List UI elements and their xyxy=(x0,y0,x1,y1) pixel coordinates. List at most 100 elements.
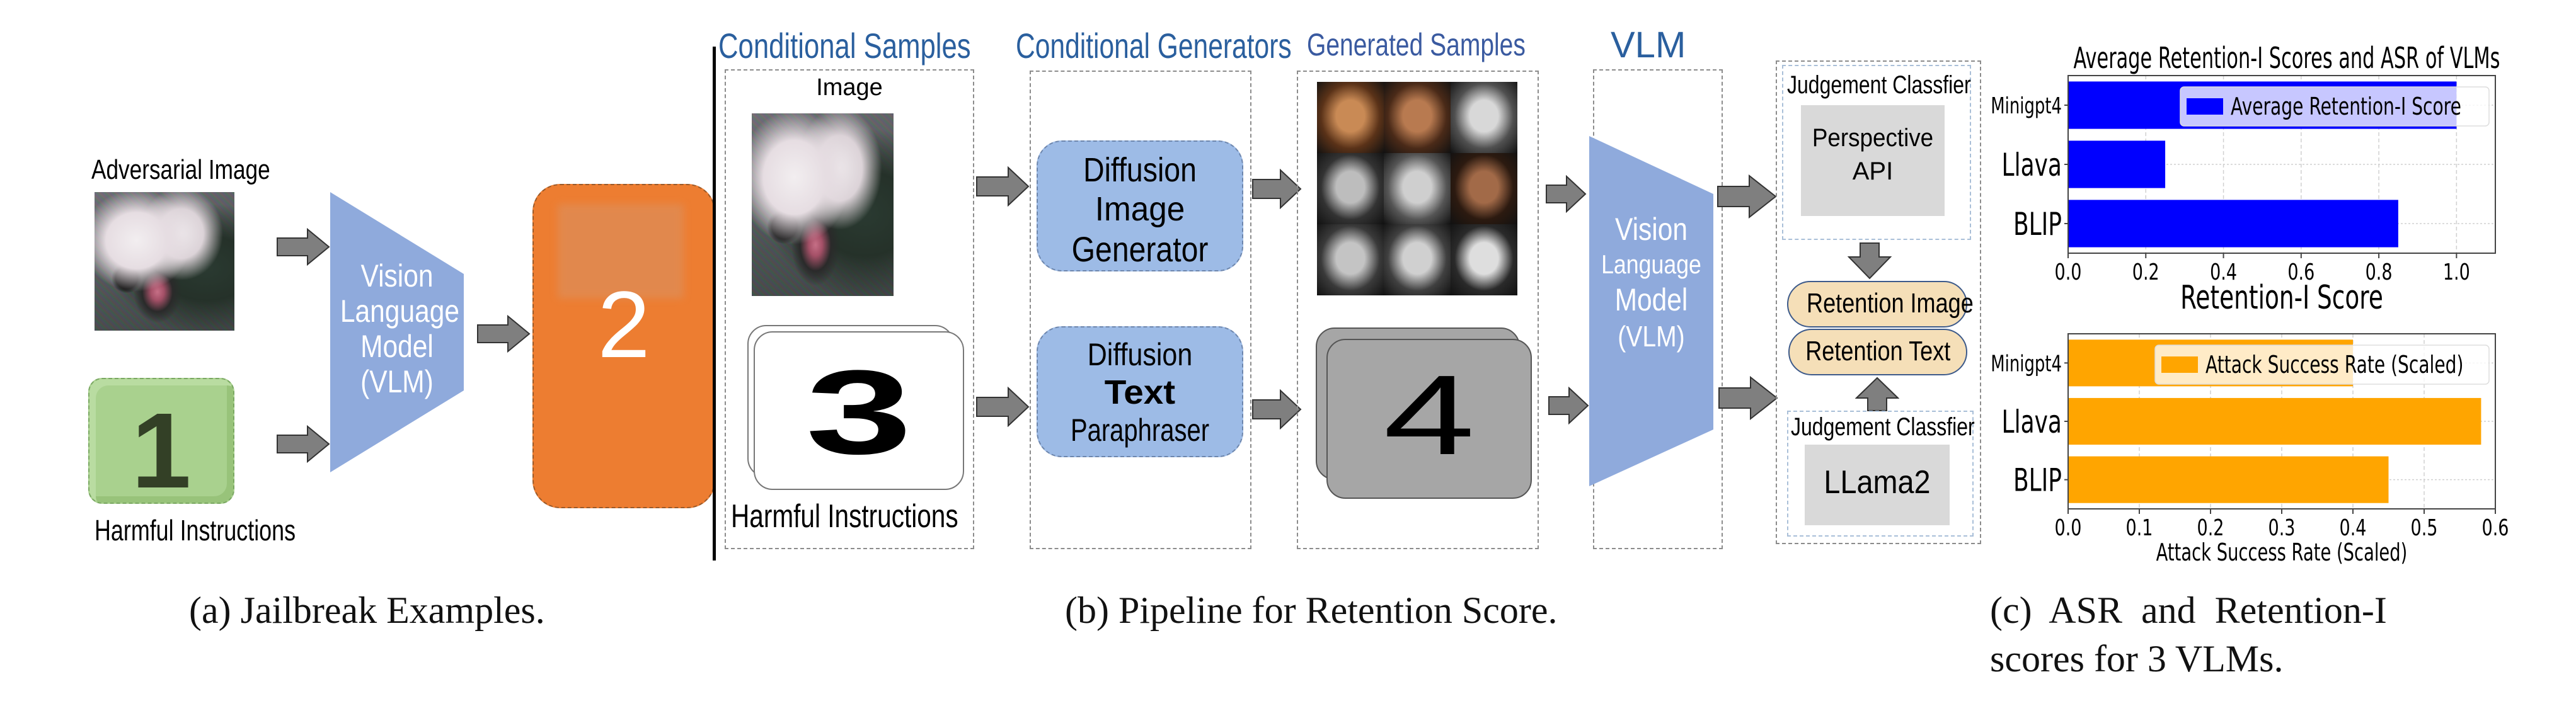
generated-samples-box xyxy=(1297,71,1539,549)
generator-line: Text xyxy=(1104,373,1176,411)
vlm-line: Vision xyxy=(360,258,434,293)
bar-blip xyxy=(2068,456,2389,503)
x-tick-label: 0.6 xyxy=(2287,258,2314,285)
category-label: Minigpt4 xyxy=(1991,351,2062,377)
x-tick-label: 0.0 xyxy=(2055,514,2082,541)
harmful-instructions-label: Harmful Instructions xyxy=(731,498,958,535)
section-divider xyxy=(713,47,716,561)
retention-text-pill: Retention Text xyxy=(1788,329,1967,375)
vlm-line: Language xyxy=(340,293,459,329)
classifier-model-line: LLama2 xyxy=(1824,464,1931,501)
vlm-trapezoid: Vision Language Model (VLM) xyxy=(1589,136,1715,486)
caption-b: (b) Pipeline for Retention Score. xyxy=(1065,589,1558,631)
arrow-right-icon xyxy=(1251,169,1302,209)
arrow-right-icon xyxy=(1718,376,1778,420)
vlm-line: Model xyxy=(1614,282,1688,317)
generator-line: Diffusion xyxy=(1083,151,1197,189)
adversarial-panda-image xyxy=(95,192,234,331)
arrow-right-icon xyxy=(1545,175,1587,213)
judgement-classifier-label: Judgement Classfier xyxy=(1791,413,1975,441)
generator-line: Paraphraser xyxy=(1070,413,1210,448)
generated-face-image xyxy=(1384,224,1451,295)
x-tick-label: 0.1 xyxy=(2126,514,2153,541)
vlm-trapezoid: Vision Language Model (VLM) xyxy=(330,192,469,472)
category-label: Llava xyxy=(2002,147,2062,183)
legend-swatch xyxy=(2161,356,2198,373)
arrow-right-icon xyxy=(276,425,330,463)
generated-samples-title: Generated Samples xyxy=(1307,27,1526,62)
x-tick-label: 0.6 xyxy=(2482,514,2509,541)
legend-swatch xyxy=(2187,98,2223,115)
category-label: Minigpt4 xyxy=(1991,93,2062,119)
generator-line: Generator xyxy=(1071,229,1209,269)
step1-harmful-instructions-box: 1 xyxy=(88,378,234,511)
step1-number: 1 xyxy=(131,391,192,511)
legend-label: Attack Success Rate (Scaled) xyxy=(2205,351,2463,379)
vlm-line: Language xyxy=(1601,249,1701,279)
category-label: Llava xyxy=(2002,404,2062,440)
step2-number: 2 xyxy=(597,271,650,377)
category-label: BLIP xyxy=(2013,207,2062,242)
vlm-line: Model xyxy=(360,329,434,364)
x-axis-label: Retention-I Score xyxy=(2180,278,2383,317)
generated-face-image xyxy=(1317,82,1384,153)
retention-image-label: Retention Image xyxy=(1807,288,1974,319)
retention-image-pill: Retention Image xyxy=(1787,281,1974,327)
judgement-panel xyxy=(1776,60,1981,544)
step3-instruction-card: 3 xyxy=(754,331,964,490)
arrow-right-icon xyxy=(975,166,1030,207)
arrow-up-icon xyxy=(1855,377,1899,412)
chart-title: Average Retention-I Scores and ASR of VL… xyxy=(2074,42,2500,76)
conditional-samples-title: Conditional Samples xyxy=(718,26,971,65)
conditional-samples-box xyxy=(725,69,974,549)
arrow-right-icon xyxy=(1548,387,1589,424)
bar-llava xyxy=(2068,140,2166,188)
x-tick-label: 0.4 xyxy=(2340,514,2367,541)
arrow-right-icon xyxy=(1716,174,1777,219)
diffusion-image-generator-box: Diffusion Image Generator xyxy=(1037,140,1243,271)
generated-face-grid xyxy=(1317,82,1517,296)
step2-vlm-response-box: 2 xyxy=(532,184,715,508)
conditional-generators-box xyxy=(1030,71,1251,549)
generated-face-image xyxy=(1451,224,1517,295)
x-tick-label: 0.5 xyxy=(2411,514,2438,541)
category-label: BLIP xyxy=(2013,463,2062,499)
generated-face-image xyxy=(1384,153,1451,224)
conditional-generators-title: Conditional Generators xyxy=(1016,26,1292,65)
legend-label: Average Retention-I Score xyxy=(2231,93,2461,120)
retention-text-label: Retention Text xyxy=(1805,336,1951,367)
x-tick-label: 0.2 xyxy=(2197,514,2224,541)
generated-face-image xyxy=(1384,82,1451,153)
top-judgement-classifier: Judgement Classfier Perspective API xyxy=(1782,65,1971,240)
arrow-right-icon xyxy=(476,315,531,353)
arrow-down-icon xyxy=(1848,242,1892,280)
classifier-model-line: Perspective xyxy=(1812,124,1934,152)
generated-face-image xyxy=(1317,153,1384,224)
step3-number: 3 xyxy=(805,346,912,479)
arrow-right-icon xyxy=(975,387,1030,427)
caption-c-line1: (c) ASR and Retention-I xyxy=(1990,589,2387,631)
adversarial-image-label: Adversarial Image xyxy=(91,154,270,185)
image-label: Image xyxy=(816,74,883,101)
x-tick-label: 1.0 xyxy=(2443,258,2470,285)
x-tick-label: 0.0 xyxy=(2055,258,2082,285)
arrow-right-icon xyxy=(1251,389,1302,430)
step4-number: 4 xyxy=(1383,352,1475,479)
harmful-instructions-label: Harmful Instructions xyxy=(95,514,296,547)
vlm-line: (VLM) xyxy=(360,364,434,399)
bar-blip xyxy=(2068,200,2398,248)
vlm-line: (VLM) xyxy=(1618,320,1685,353)
diffusion-text-paraphraser-box: Diffusion Text Paraphraser xyxy=(1037,326,1243,457)
vlm-title: VLM xyxy=(1611,25,1686,65)
step4-paraphrased-card: 4 xyxy=(1326,339,1532,499)
generated-face-image xyxy=(1317,224,1384,295)
generated-face-image xyxy=(1451,153,1517,224)
x-axis-label: Attack Success Rate (Scaled) xyxy=(2156,538,2408,566)
classifier-model-line: API xyxy=(1852,157,1894,185)
caption-c-line2: scores for 3 VLMs. xyxy=(1990,638,2284,680)
x-tick-label: 0.4 xyxy=(2210,258,2237,285)
bottom-judgement-classifier: Judgement Classfier LLama2 xyxy=(1787,411,1975,537)
bar-llava xyxy=(2068,397,2481,445)
llama2-box: LLama2 xyxy=(1805,445,1950,525)
